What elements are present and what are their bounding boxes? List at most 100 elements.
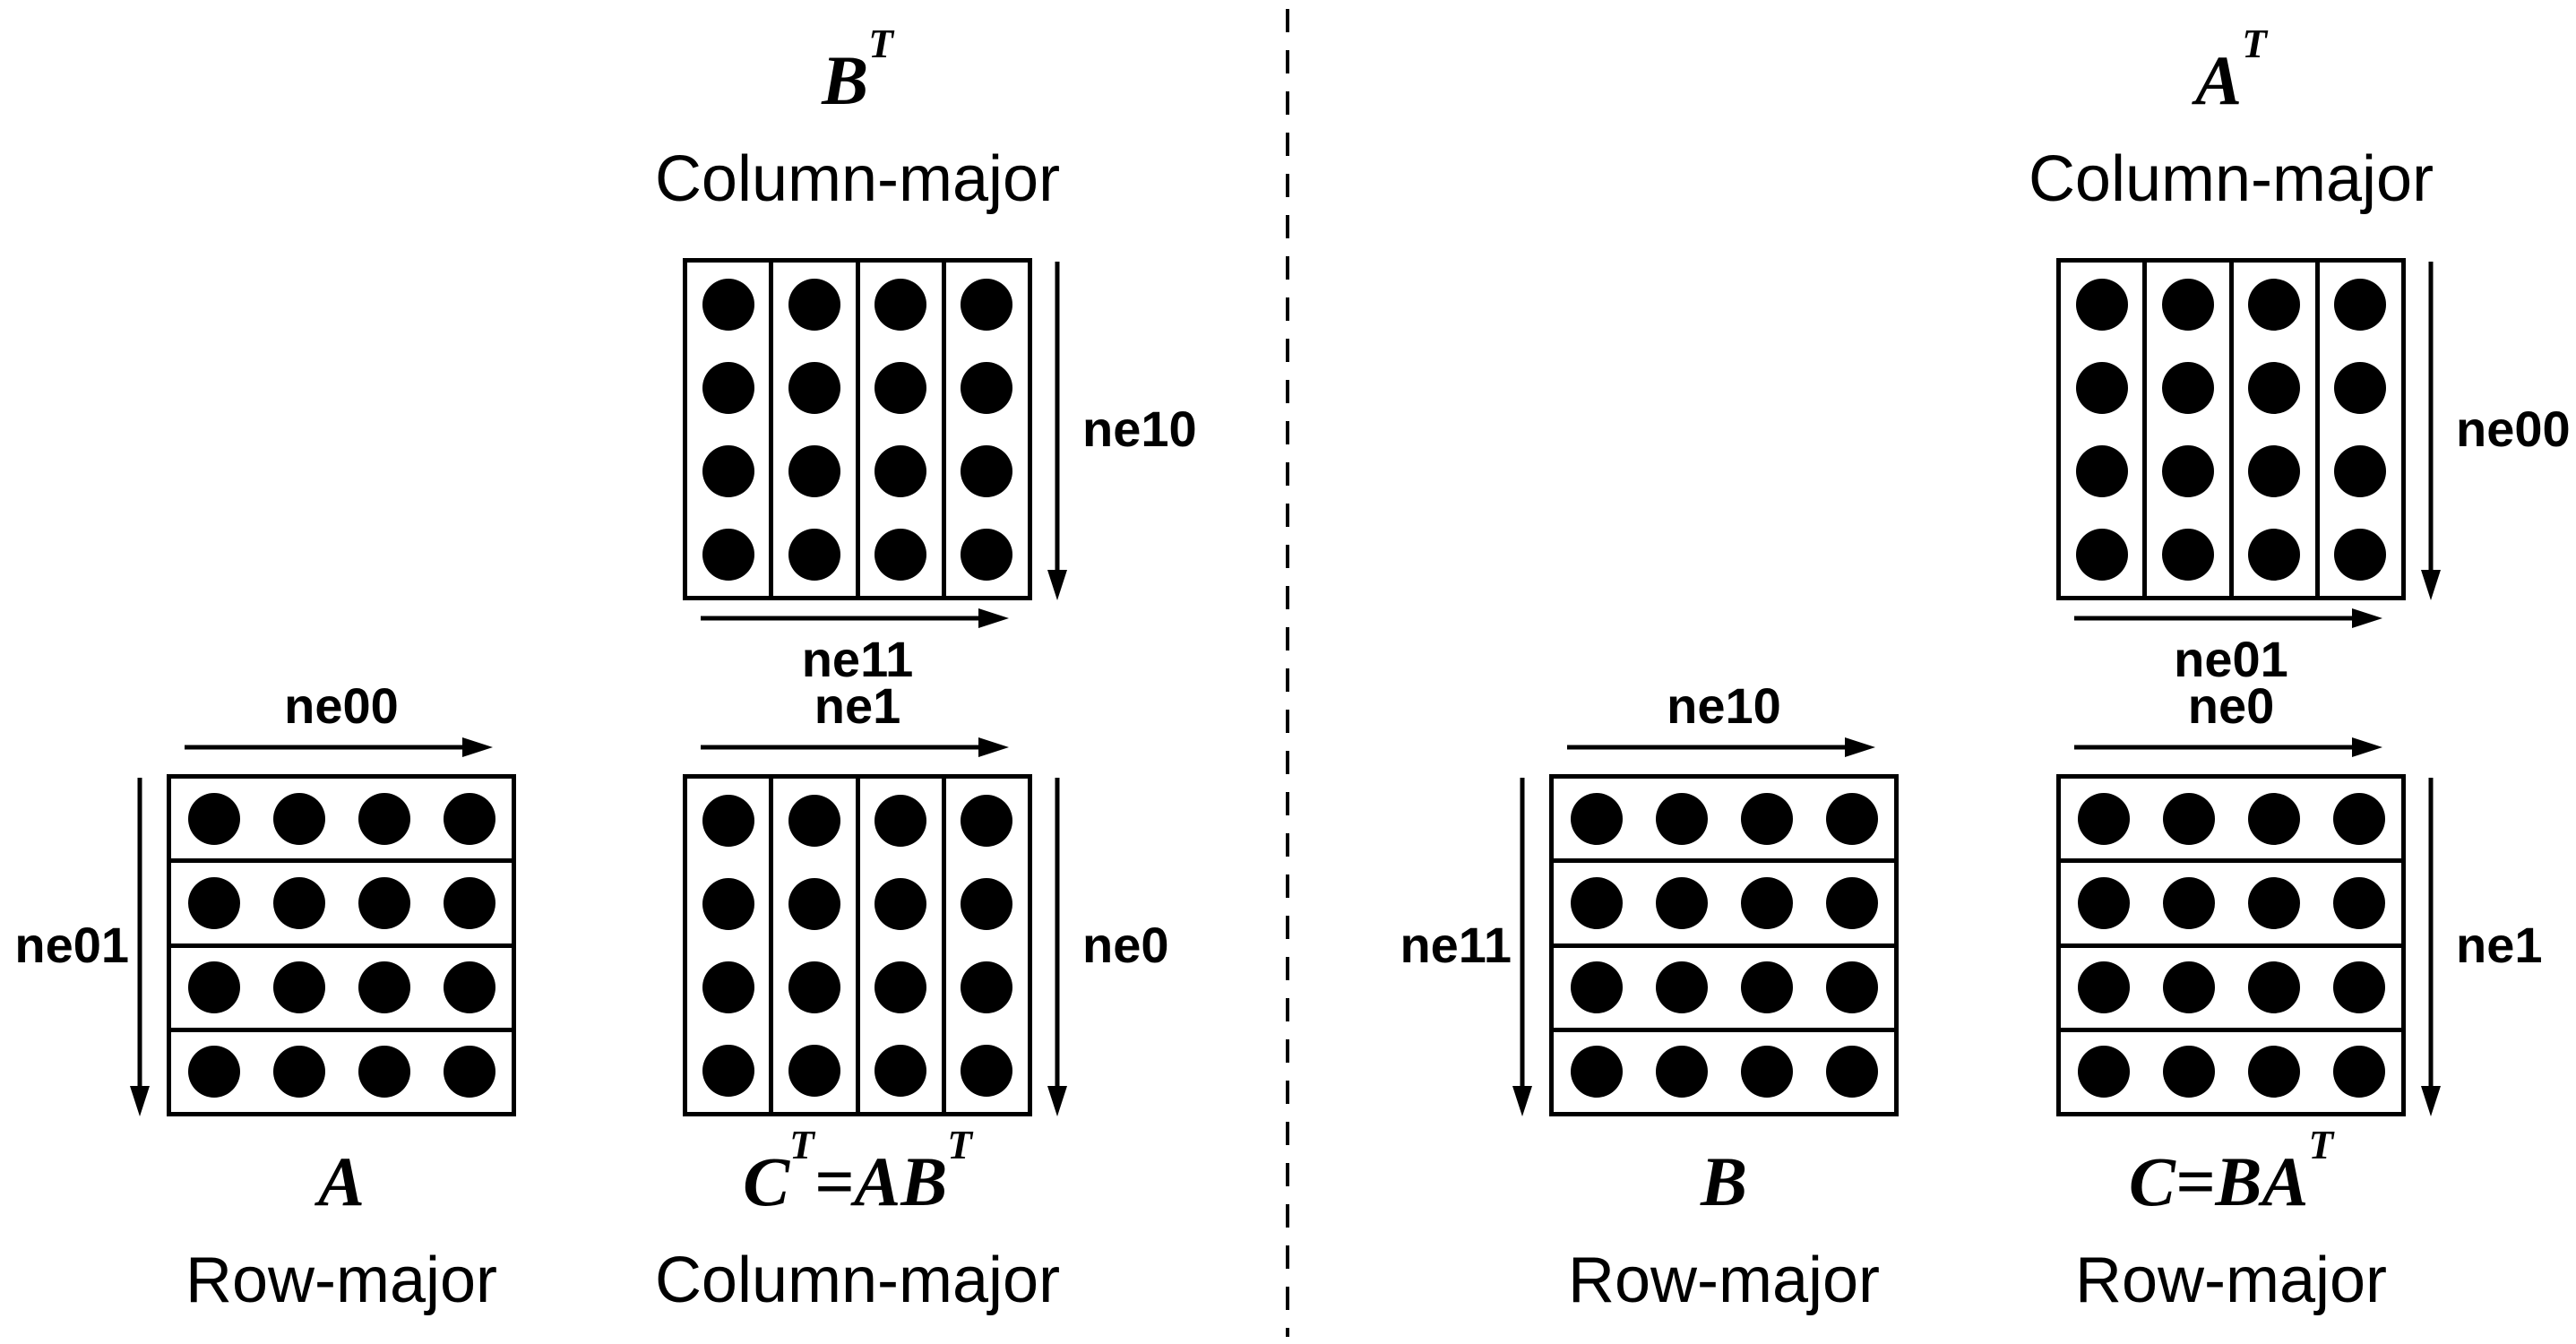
matrix-dot bbox=[2162, 876, 2215, 929]
matrix-row bbox=[2061, 779, 2401, 864]
matrix-dot bbox=[961, 961, 1013, 1013]
matrix-dot bbox=[961, 278, 1013, 331]
matrix-dot bbox=[1570, 961, 1623, 1014]
matrix-dot bbox=[2161, 361, 2214, 414]
matrix-caption: CT=ABT Column-major bbox=[535, 1123, 1180, 1318]
matrix-formula: CT=ABT bbox=[743, 1123, 972, 1220]
matrix-dot bbox=[874, 1044, 927, 1097]
matrix-dot bbox=[788, 444, 840, 497]
matrix-dot bbox=[702, 961, 754, 1013]
dimension-label: ne0 bbox=[2187, 677, 2275, 734]
matrix-dot bbox=[358, 961, 410, 1014]
matrix-unit-c: ne0 ne1 C=BAT Row-major bbox=[2056, 681, 2543, 1316]
matrix-row bbox=[171, 779, 512, 864]
matrix-formula: BT bbox=[822, 22, 893, 120]
matrix-dot bbox=[961, 1044, 1013, 1097]
matrix-dot bbox=[1740, 961, 1793, 1014]
matrix-dot bbox=[443, 1046, 495, 1098]
matrix-column bbox=[687, 779, 774, 1112]
dimension-label: ne11 bbox=[1400, 917, 1512, 973]
matrix-dot bbox=[2162, 792, 2215, 845]
matrix-row bbox=[171, 863, 512, 948]
matrix-unit-b: ne10 ne11 B Row-major bbox=[1400, 681, 1899, 1316]
matrix-caption: BT Column-major bbox=[535, 22, 1180, 217]
matrix-caption: B Row-major bbox=[1401, 1147, 2046, 1318]
storage-order-label: Row-major bbox=[2074, 1245, 2388, 1316]
matrix-formula: B bbox=[1700, 1142, 1748, 1220]
matrix-row bbox=[2061, 863, 2401, 948]
matrix-dot bbox=[1740, 876, 1793, 929]
down-arrow-icon bbox=[2421, 262, 2441, 600]
dimension-label: ne00 bbox=[2456, 401, 2571, 457]
matrix-column bbox=[2234, 263, 2320, 596]
dimension-label: ne01 bbox=[14, 917, 129, 973]
matrix-dot bbox=[1570, 1046, 1623, 1098]
matrix-dot bbox=[1570, 792, 1623, 845]
matrix-unit-b-transpose: BT Column-major ne10 ne11 bbox=[655, 24, 1197, 685]
matrix-dot bbox=[788, 528, 840, 581]
right-arrow-icon bbox=[185, 737, 493, 757]
matrix-grid bbox=[2056, 774, 2406, 1116]
matrix-row bbox=[1554, 863, 1894, 948]
storage-order-label: Column-major bbox=[2028, 143, 2434, 216]
matrix-dot bbox=[443, 876, 495, 929]
matrix-dot bbox=[2248, 361, 2301, 414]
matrix-dot bbox=[358, 792, 410, 845]
matrix-column bbox=[773, 263, 860, 596]
matrix-dot bbox=[443, 961, 495, 1014]
matrix-dot bbox=[961, 361, 1013, 414]
matrix-dot bbox=[961, 877, 1013, 930]
matrix-dot bbox=[2332, 961, 2385, 1014]
right-arrow-icon bbox=[2074, 608, 2382, 628]
matrix-dot bbox=[2162, 961, 2215, 1014]
matrix-row bbox=[171, 948, 512, 1032]
dimension-label: ne01 bbox=[2174, 631, 2288, 687]
matrix-dot bbox=[874, 278, 927, 331]
matrix-grid bbox=[167, 774, 516, 1116]
matrix-dot bbox=[2077, 792, 2130, 845]
matrix-dot bbox=[2334, 528, 2387, 581]
matrix-column bbox=[2320, 263, 2401, 596]
matrix-unit-c-transpose: ne1 ne0 CT=ABT Column-major bbox=[655, 681, 1169, 1317]
matrix-dot bbox=[788, 1044, 840, 1097]
matrix-caption: A Row-major bbox=[19, 1147, 664, 1318]
matrix-formula: A bbox=[317, 1142, 366, 1220]
matrix-dot bbox=[2075, 444, 2128, 497]
matrix-column bbox=[773, 779, 860, 1112]
matrix-dot bbox=[702, 877, 754, 930]
matrix-dot bbox=[874, 961, 927, 1013]
storage-order-label: Row-major bbox=[185, 1245, 498, 1316]
matrix-dot bbox=[2248, 278, 2301, 331]
down-arrow-icon bbox=[130, 778, 150, 1116]
matrix-dot bbox=[1655, 792, 1708, 845]
dimension-label: ne1 bbox=[2456, 917, 2543, 973]
matrix-dot bbox=[788, 877, 840, 930]
matrix-dot bbox=[1655, 876, 1708, 929]
matrix-row bbox=[1554, 948, 1894, 1032]
right-arrow-icon bbox=[701, 737, 1009, 757]
matrix-dot bbox=[2248, 528, 2301, 581]
matrix-column bbox=[2061, 263, 2148, 596]
matrix-dot bbox=[272, 792, 325, 845]
matrix-row bbox=[2061, 1032, 2401, 1112]
matrix-grid bbox=[683, 258, 1032, 600]
matrix-column bbox=[2147, 263, 2234, 596]
matrix-dot bbox=[2332, 876, 2385, 929]
matrix-grid bbox=[2056, 258, 2406, 600]
matrix-dot bbox=[443, 792, 495, 845]
matrix-unit-a-transpose: AT Column-major ne00 ne01 bbox=[2029, 24, 2571, 685]
matrix-dot bbox=[187, 792, 240, 845]
matrix-dot bbox=[2161, 278, 2214, 331]
matrix-dot bbox=[2077, 961, 2130, 1014]
matrix-dot bbox=[2161, 444, 2214, 497]
matrix-dot bbox=[358, 876, 410, 929]
matrix-dot bbox=[2075, 361, 2128, 414]
down-arrow-icon bbox=[1047, 778, 1067, 1116]
matrix-dot bbox=[702, 361, 754, 414]
matrix-dot bbox=[961, 444, 1013, 497]
matrix-dot bbox=[1740, 792, 1793, 845]
matrix-dot bbox=[358, 1046, 410, 1098]
matrix-dot bbox=[2162, 1046, 2215, 1098]
right-arrow-icon bbox=[2074, 737, 2382, 757]
